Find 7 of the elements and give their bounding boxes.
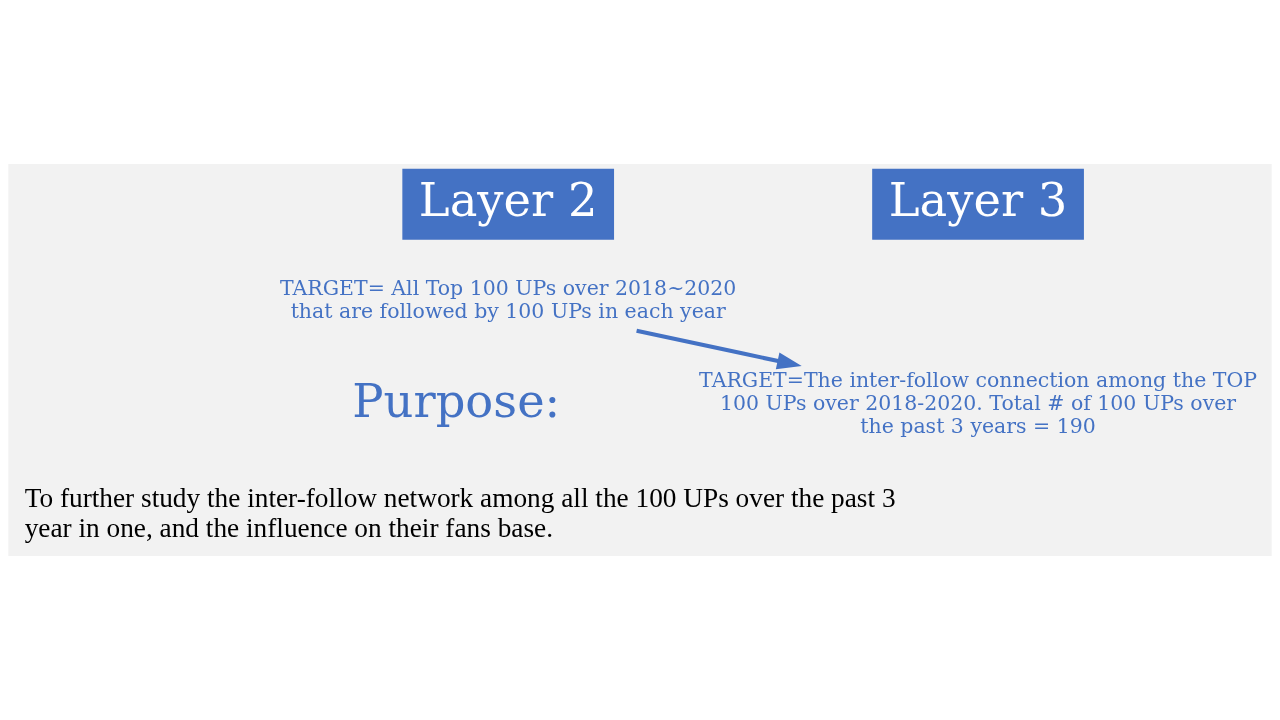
node-text: TARGET=The inter-follow connection among the TOP 100 UPs over 2018-2020. Total # of 100 UPs over the past 3 years = 190 — [699, 367, 1257, 439]
arrow — [636, 328, 802, 370]
label: Purpose: — [352, 373, 561, 428]
node-text: TARGET= All Top 100 UPs over 2018~2020 that are followed by 100 UPs in each year — [280, 276, 737, 324]
node-box: Layer 3 — [872, 168, 1084, 240]
node-box: Layer 2 — [402, 168, 615, 240]
label: To further study the inter-follow network among all the 100 UPs over the past 3 year in one, and the influence on their fans base. — [24, 482, 896, 543]
